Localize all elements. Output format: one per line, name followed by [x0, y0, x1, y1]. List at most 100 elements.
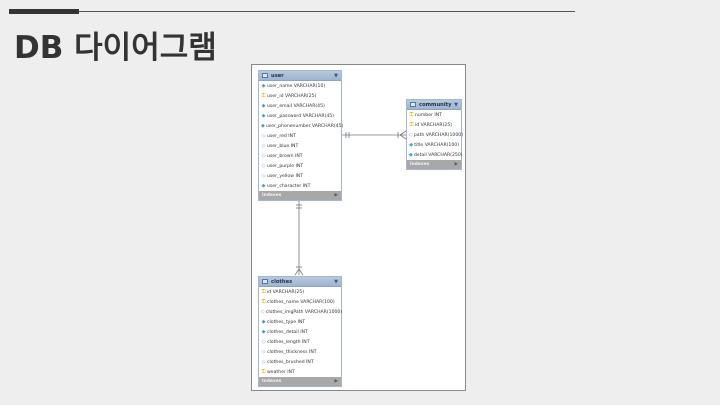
- community-columns: ⚿number INT⚿id VARCHAR(25)◇path VARCHAR(…: [407, 110, 463, 160]
- column-label: user_email VARCHAR(45): [267, 103, 325, 109]
- collapse-arrow-icon[interactable]: ▼: [334, 278, 338, 285]
- table-icon: [410, 102, 416, 107]
- slide-title: DB 다이어그램: [14, 30, 217, 66]
- column-row[interactable]: ⚿number INT: [407, 110, 461, 120]
- primary-key-icon: ⚿: [261, 93, 266, 99]
- column-label: user_red INT: [267, 133, 296, 139]
- column-row[interactable]: ◆title VARCHAR(100): [407, 140, 461, 150]
- community-table[interactable]: community ▼ ⚿number INT⚿id VARCHAR(25)◇p…: [406, 99, 463, 170]
- nullable-column-icon: ◇: [261, 153, 266, 159]
- nullable-column-icon: ◇: [261, 173, 266, 179]
- column-icon: ◆: [261, 329, 266, 335]
- column-label: user_name VARCHAR(10): [267, 83, 326, 89]
- community-table-header[interactable]: community ▼: [407, 100, 461, 110]
- column-label: id VARCHAR(25): [415, 122, 453, 128]
- column-label: clothes_type INT: [267, 319, 306, 325]
- column-row[interactable]: ◇user_brown INT: [259, 151, 341, 161]
- table-icon: [262, 73, 268, 78]
- table-icon: [262, 279, 268, 284]
- column-icon: ◆: [261, 103, 266, 109]
- column-row[interactable]: ⚿user_id VARCHAR(25): [259, 91, 341, 101]
- column-label: user_blue INT: [267, 143, 299, 149]
- nullable-column-icon: ◇: [409, 132, 413, 138]
- column-icon: ◆: [409, 142, 414, 148]
- table-name: community: [419, 101, 452, 108]
- clothes-columns: ⚿id VARCHAR(25)⚿clothes_name VARCHAR(100…: [259, 287, 343, 377]
- clothes-table[interactable]: clothes ▼ ⚿id VARCHAR(25)⚿clothes_name V…: [258, 276, 342, 387]
- table-name: clothes: [271, 278, 293, 285]
- user-table[interactable]: user ▼ ◆user_name VARCHAR(10)⚿user_id VA…: [258, 70, 343, 201]
- column-label: detail VARCHAR(250): [413, 152, 463, 158]
- column-label: clothes_brushed INT: [267, 359, 314, 365]
- user-table-header[interactable]: user ▼: [259, 71, 341, 81]
- column-label: clothes_thickness INT: [267, 349, 317, 355]
- expand-arrow-icon[interactable]: ▶: [454, 162, 458, 167]
- column-icon: ◆: [261, 319, 266, 325]
- column-row[interactable]: ⚿id VARCHAR(25): [407, 120, 461, 130]
- column-row[interactable]: ◇path VARCHAR(1000): [407, 130, 463, 140]
- nullable-column-icon: ◇: [261, 163, 266, 169]
- column-row[interactable]: ◆user_phonenumber VARCHAR(45): [259, 121, 343, 131]
- column-row[interactable]: ◆clothes_type INT: [259, 317, 341, 327]
- nullable-column-icon: ◇: [261, 359, 266, 365]
- title-accent-bar: [9, 9, 79, 14]
- column-row[interactable]: ◆user_name VARCHAR(10): [259, 81, 341, 91]
- column-row[interactable]: ◆user_password VARCHAR(45): [259, 111, 341, 121]
- user-columns: ◆user_name VARCHAR(10)⚿user_id VARCHAR(2…: [259, 81, 343, 191]
- column-label: number INT: [415, 112, 442, 118]
- column-label: user_id VARCHAR(25): [267, 93, 317, 99]
- column-row[interactable]: ◇user_blue INT: [259, 141, 341, 151]
- column-row[interactable]: ⚿clothes_name VARCHAR(100): [259, 297, 341, 307]
- expand-arrow-icon[interactable]: ▶: [334, 379, 338, 384]
- column-label: clothes_imgPath VARCHAR(1000): [265, 309, 343, 315]
- column-row[interactable]: ◇user_purple INT: [259, 161, 341, 171]
- indexes-section[interactable]: Indexes ▶: [407, 160, 461, 169]
- column-label: path VARCHAR(1000): [413, 132, 463, 138]
- nullable-column-icon: ◇: [261, 143, 266, 149]
- column-row[interactable]: ◇clothes_imgPath VARCHAR(1000): [259, 307, 343, 317]
- indexes-label: Indexes: [262, 379, 282, 384]
- column-label: user_password VARCHAR(45): [267, 113, 334, 119]
- column-row[interactable]: ◇user_yellow INT: [259, 171, 341, 181]
- primary-key-icon: ⚿: [409, 112, 414, 118]
- indexes-section[interactable]: Indexes ▶: [259, 377, 341, 386]
- column-row[interactable]: ◆clothes_detail INT: [259, 327, 341, 337]
- column-label: title VARCHAR(100): [414, 142, 459, 148]
- collapse-arrow-icon[interactable]: ▼: [454, 101, 458, 108]
- column-label: user_purple INT: [267, 163, 304, 169]
- column-row[interactable]: ◇user_red INT: [259, 131, 341, 141]
- column-icon: ◆: [261, 123, 265, 129]
- column-row[interactable]: ◆detail VARCHAR(250): [407, 150, 463, 160]
- column-row[interactable]: ◇clothes_thickness INT: [259, 347, 341, 357]
- column-label: user_yellow INT: [267, 173, 304, 179]
- indexes-section[interactable]: Indexes ▶: [259, 191, 341, 200]
- primary-key-icon: ⚿: [261, 369, 266, 375]
- column-row[interactable]: ◆user_character INT: [259, 181, 341, 191]
- primary-key-icon: ⚿: [409, 122, 414, 128]
- collapse-arrow-icon[interactable]: ▼: [334, 72, 338, 79]
- column-label: clothes_name VARCHAR(100): [267, 299, 335, 305]
- column-label: user_character INT: [267, 183, 311, 189]
- nullable-column-icon: ◇: [261, 339, 266, 345]
- table-name: user: [271, 72, 284, 79]
- column-icon: ◆: [261, 113, 266, 119]
- title-rule-line: [79, 11, 575, 12]
- column-label: weather INT: [267, 369, 295, 375]
- column-icon: ◆: [409, 152, 413, 158]
- column-row[interactable]: ◇clothes_length INT: [259, 337, 341, 347]
- column-label: clothes_length INT: [267, 339, 310, 345]
- column-row[interactable]: ⚿id VARCHAR(25): [259, 287, 341, 297]
- clothes-table-header[interactable]: clothes ▼: [259, 277, 341, 287]
- column-row[interactable]: ◇clothes_brushed INT: [259, 357, 341, 367]
- column-label: user_brown INT: [267, 153, 303, 159]
- expand-arrow-icon[interactable]: ▶: [334, 193, 338, 198]
- nullable-column-icon: ◇: [261, 133, 266, 139]
- indexes-label: Indexes: [410, 162, 430, 167]
- column-label: clothes_detail INT: [267, 329, 308, 335]
- primary-key-icon: ⚿: [261, 299, 266, 305]
- primary-key-icon: ⚿: [261, 289, 266, 295]
- column-icon: ◆: [261, 83, 266, 89]
- column-row[interactable]: ◆user_email VARCHAR(45): [259, 101, 341, 111]
- column-row[interactable]: ⚿weather INT: [259, 367, 341, 377]
- column-label: id VARCHAR(25): [267, 289, 305, 295]
